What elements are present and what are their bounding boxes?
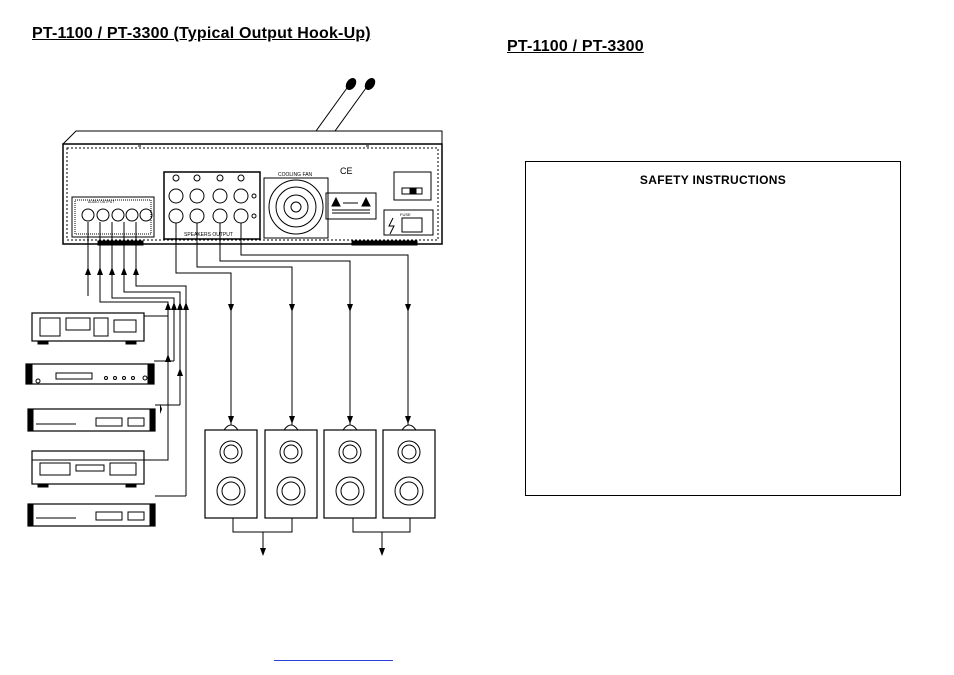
- microphone-icon: [315, 78, 376, 132]
- dual-cassette-deck: [31, 450, 145, 488]
- page-title-model: PT-1100 / PT-3300: [507, 38, 644, 55]
- audio-output-label: AUDIO OUTPUT: [88, 200, 115, 204]
- speaker-cabinet-1: [204, 424, 258, 519]
- cd-player-1: [27, 408, 156, 432]
- amplifier-rear-panel: [62, 130, 443, 246]
- safety-instructions-box: SAFETY INSTRUCTIONS: [525, 161, 901, 496]
- page-title-hookup: PT-1100 / PT-3300 (Typical Output Hook-U…: [32, 25, 371, 42]
- speakers-output-label: SPEAKERS OUTPUT: [184, 232, 233, 238]
- speaker-cabinet-4: [382, 424, 436, 519]
- cooling-fan-label: COOLING FAN: [278, 172, 313, 178]
- ce-mark: CE: [340, 166, 353, 176]
- speaker-cabinet-2: [264, 424, 318, 519]
- fuse-label: FUSE: [400, 212, 411, 217]
- cd-player-2: [27, 503, 156, 527]
- tuner-device: [25, 363, 155, 385]
- safety-heading: SAFETY INSTRUCTIONS: [639, 173, 787, 187]
- speaker-cabinet-3: [323, 424, 377, 519]
- bottom-link-underline[interactable]: [274, 660, 393, 661]
- cassette-deck: [31, 312, 145, 345]
